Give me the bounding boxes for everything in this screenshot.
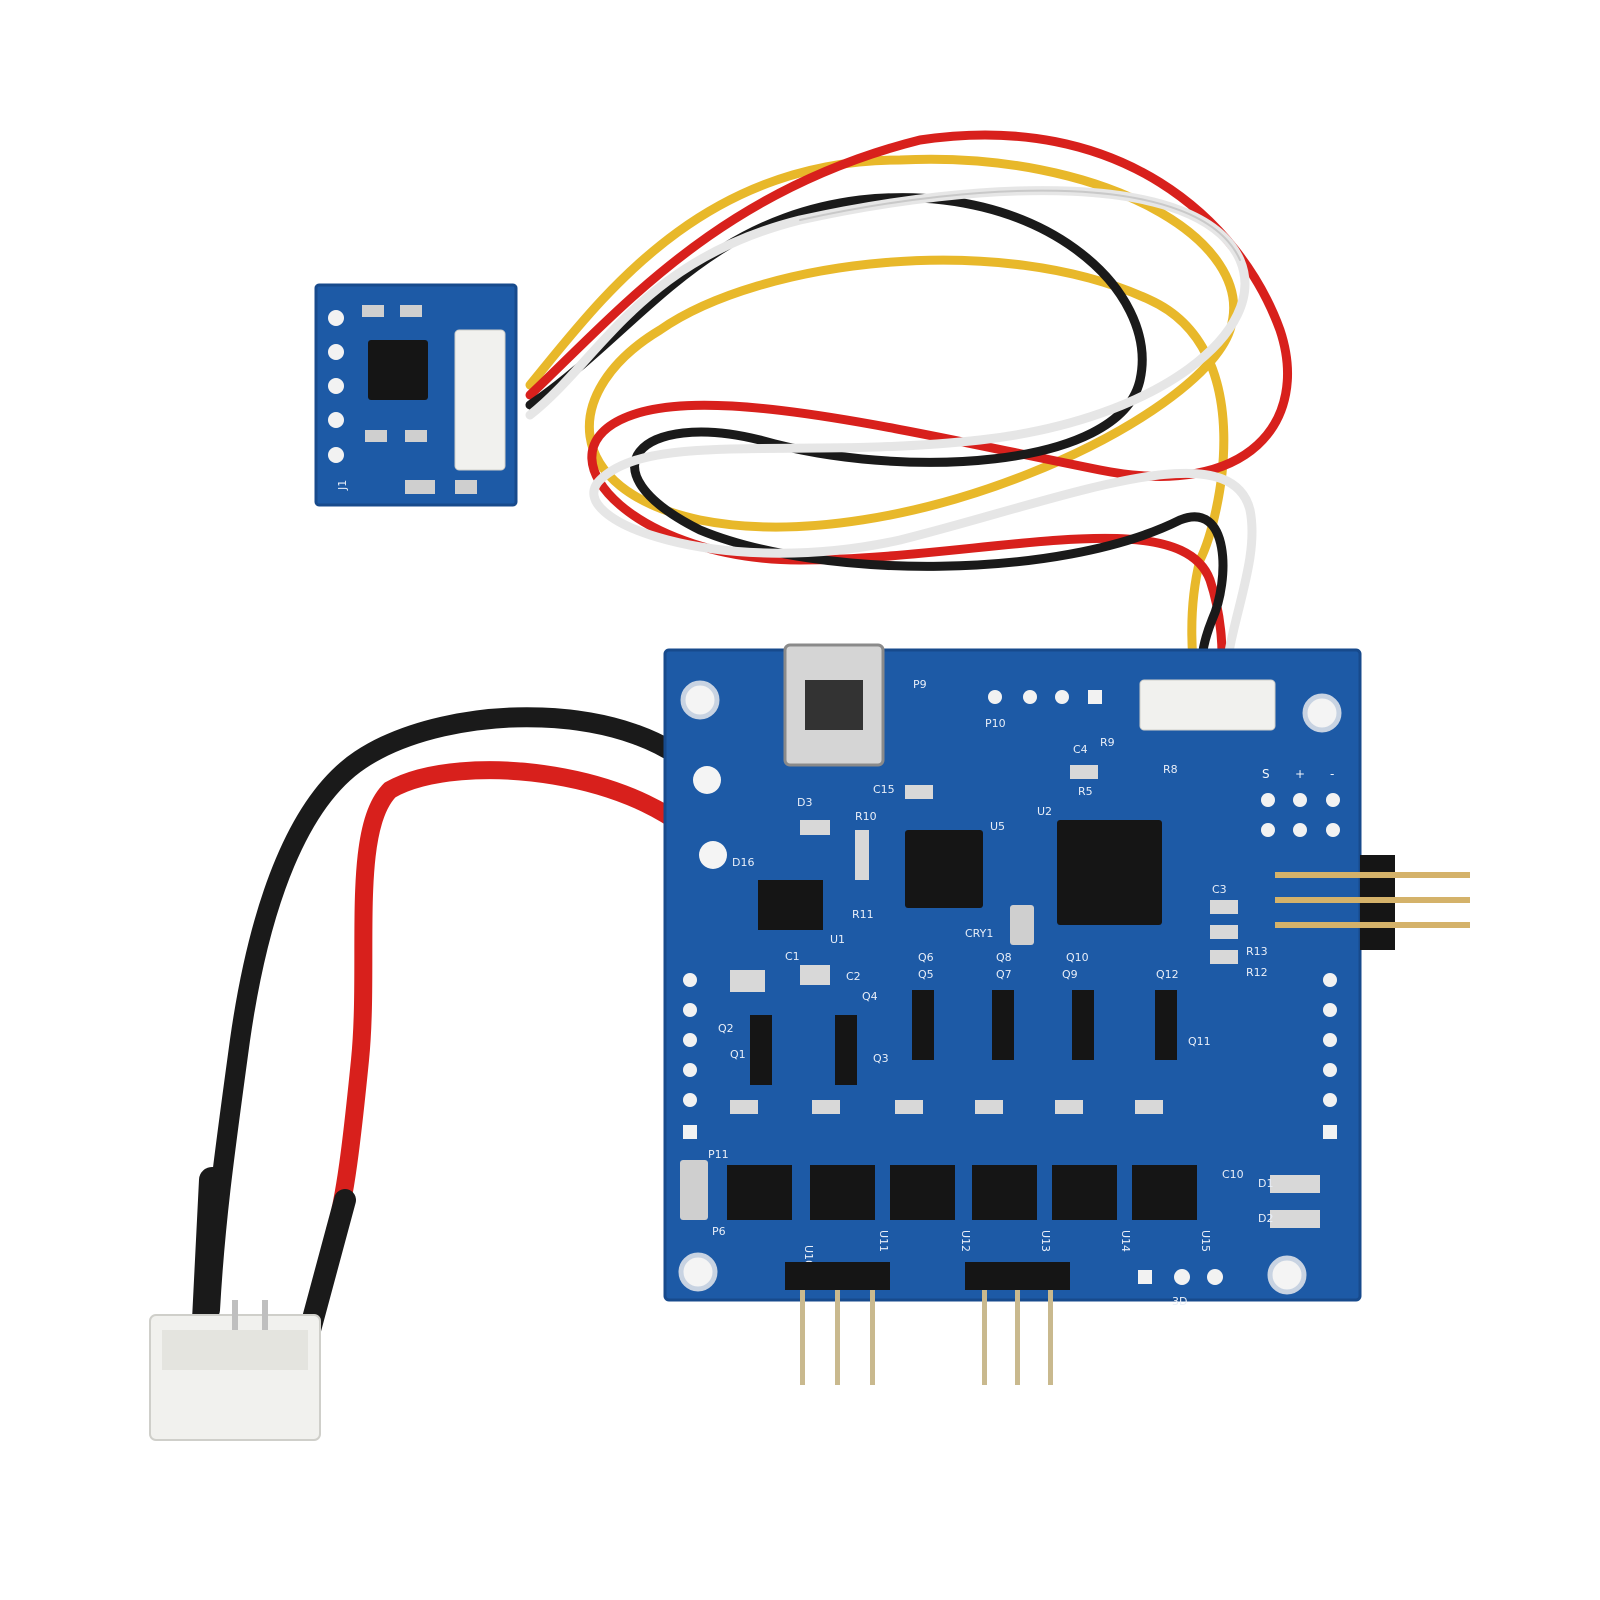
silk-label: D1	[1258, 1177, 1273, 1190]
silk-label: Q10	[1066, 951, 1089, 964]
silk-label: Q12	[1156, 968, 1179, 981]
silk-label: C1	[785, 950, 800, 963]
power-wire-red	[326, 761, 721, 1239]
silk-label: P10	[985, 717, 1006, 730]
side-pin-header	[1275, 855, 1470, 950]
silk-label: R12	[1246, 966, 1268, 979]
silk-label: Q11	[1188, 1035, 1211, 1048]
reset-button	[680, 1160, 708, 1220]
silk-label: 3D	[1172, 1295, 1187, 1308]
silk-label: Q6	[918, 951, 934, 964]
silk-label: C3	[1212, 883, 1227, 896]
silk-label: Q2	[718, 1022, 734, 1035]
battery-connector	[149, 1300, 321, 1441]
sensor-pin-holes	[328, 310, 344, 463]
silk-label: CRY1	[965, 927, 993, 940]
silk-label: Q1	[730, 1048, 746, 1061]
silk-label: -	[1330, 767, 1334, 781]
silk-label: Q5	[918, 968, 934, 981]
power-lead	[192, 707, 721, 1341]
power-solder-pads	[693, 766, 727, 869]
silk-label: +	[1295, 767, 1305, 781]
wire-yellow	[525, 154, 1239, 685]
silk-label: U2	[1037, 805, 1052, 818]
silk-label: C2	[846, 970, 861, 983]
silk-label: D16	[732, 856, 754, 869]
leds	[1270, 1175, 1320, 1228]
power-wire-black	[200, 707, 715, 1320]
silk-label: U5	[990, 820, 1005, 833]
u5-chip	[905, 830, 983, 908]
silk-label: Q4	[862, 990, 878, 1003]
sensor-cable-harness	[525, 130, 1292, 685]
sensor-board: J1	[314, 283, 518, 507]
silk-label: S	[1262, 767, 1270, 781]
wire-black	[525, 193, 1228, 685]
mosfets	[750, 990, 1177, 1085]
left-pin-holes	[683, 973, 697, 1139]
silk-label: C4	[1073, 743, 1088, 756]
mounting-holes	[678, 680, 1342, 1295]
silk-label: P9	[913, 678, 927, 691]
u1-regulator	[758, 880, 823, 930]
silk-label: C10	[1222, 1168, 1244, 1181]
silk-label: U12	[959, 1230, 972, 1252]
bottom-pin-headers	[785, 1262, 1070, 1385]
rc-input-holes	[1261, 793, 1340, 837]
silk-label: Q9	[1062, 968, 1078, 981]
silk-label: U15	[1199, 1230, 1212, 1252]
silk-label: R13	[1246, 945, 1268, 958]
silk-label: R10	[855, 810, 877, 823]
silk-label: Q8	[996, 951, 1012, 964]
silk-label: U11	[877, 1230, 890, 1252]
silk-label: U13	[1039, 1230, 1052, 1252]
passive-components	[730, 765, 1238, 1114]
p10-header	[988, 690, 1102, 704]
silk-label: Q3	[873, 1052, 889, 1065]
silk-label: J1	[336, 480, 349, 491]
silk-label: P11	[708, 1148, 729, 1161]
silk-label: D2	[1258, 1212, 1273, 1225]
crystal	[1010, 905, 1034, 945]
sensor-input-connector	[1139, 679, 1276, 731]
silk-label: U10	[802, 1245, 815, 1267]
silk-label: R9	[1100, 736, 1115, 749]
silk-label: P6	[712, 1225, 726, 1238]
silk-label: U1	[830, 933, 845, 946]
main-controller-board: P9 P10 U1 U2 U5 CRY1 D3 D16 C15 C4 R5 R8…	[663, 643, 1362, 1308]
right-pin-holes	[1323, 973, 1337, 1139]
imu-chip	[368, 340, 428, 400]
3d-header	[1138, 1269, 1223, 1285]
sensor-jst-connector	[454, 329, 506, 471]
silkscreen-labels: P9 P10 U1 U2 U5 CRY1 D3 D16 C15 C4 R5 R8…	[708, 678, 1334, 1308]
u2-mcu	[1057, 820, 1162, 925]
silk-label: D3	[797, 796, 812, 809]
wire-red	[525, 130, 1292, 685]
silk-label: C15	[873, 783, 895, 796]
driver-chips	[727, 1165, 1197, 1220]
silk-label: R5	[1078, 785, 1093, 798]
silk-label: U14	[1119, 1230, 1132, 1252]
silk-label: R11	[852, 908, 874, 921]
silk-label: R8	[1163, 763, 1178, 776]
silk-label: Q7	[996, 968, 1012, 981]
